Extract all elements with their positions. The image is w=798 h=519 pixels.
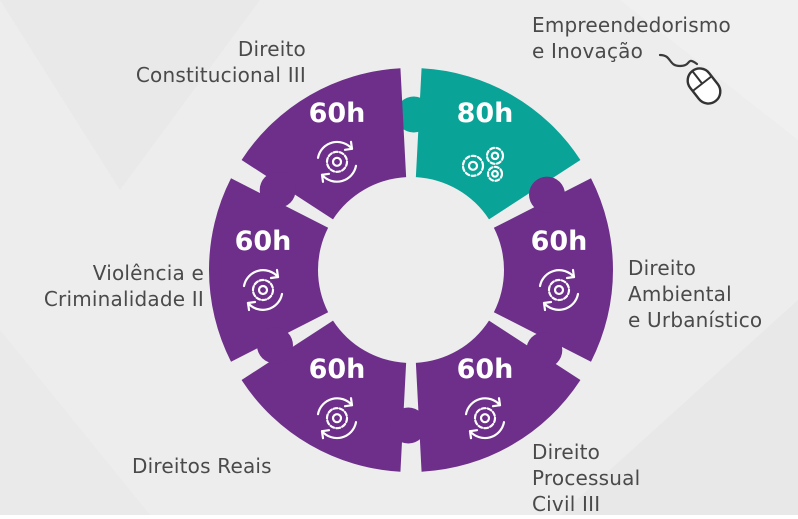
label-line: e Inovação [532, 39, 644, 63]
label-line: Criminalidade II [43, 287, 204, 311]
label-line: Direito [628, 256, 697, 280]
puzzle-knob [395, 96, 432, 133]
hours-value: 60h [235, 226, 292, 257]
puzzle-knob [390, 407, 427, 444]
segment-ambiental: 60h [493, 176, 613, 362]
puzzle-knob [256, 327, 293, 364]
segment-violencia: 60h [209, 178, 329, 364]
label-line: Violência e [92, 261, 204, 285]
hours-value: 60h [309, 98, 366, 129]
segment-processual: 60h [415, 320, 581, 472]
segments-group: 80h 60h 60h 60h 60h 60h [209, 68, 613, 472]
puzzle-knob [259, 171, 296, 208]
puzzle-knob [529, 176, 566, 213]
hours-value: 80h [457, 98, 514, 129]
label-line: Constitucional III [135, 63, 306, 87]
label-line: Empreendedorismo [532, 13, 731, 37]
hours-value: 60h [531, 226, 588, 257]
puzzle-knob [526, 332, 563, 369]
gear-cycle-icon [242, 268, 284, 312]
computer-mouse-icon [658, 53, 722, 105]
label-reais: Direitos Reais [132, 453, 272, 479]
gear-cycle-icon [538, 268, 580, 312]
label-line: Civil III [532, 492, 601, 516]
label-line: Processual [532, 466, 641, 490]
label-line: e Urbanístico [628, 308, 763, 332]
gear-cycle-icon [316, 140, 358, 183]
label-line: Direitos Reais [132, 454, 272, 478]
gear-cycle-icon [464, 397, 506, 440]
label-line: Ambiental [628, 282, 732, 306]
gear-cycle-icon [316, 397, 358, 440]
segment-constitucional: 60h [241, 68, 407, 220]
hours-value: 60h [309, 354, 366, 385]
label-line: Direito [237, 37, 306, 61]
label-line: Direito [532, 440, 601, 464]
hours-value: 60h [457, 354, 514, 385]
gears-icon [461, 146, 505, 182]
